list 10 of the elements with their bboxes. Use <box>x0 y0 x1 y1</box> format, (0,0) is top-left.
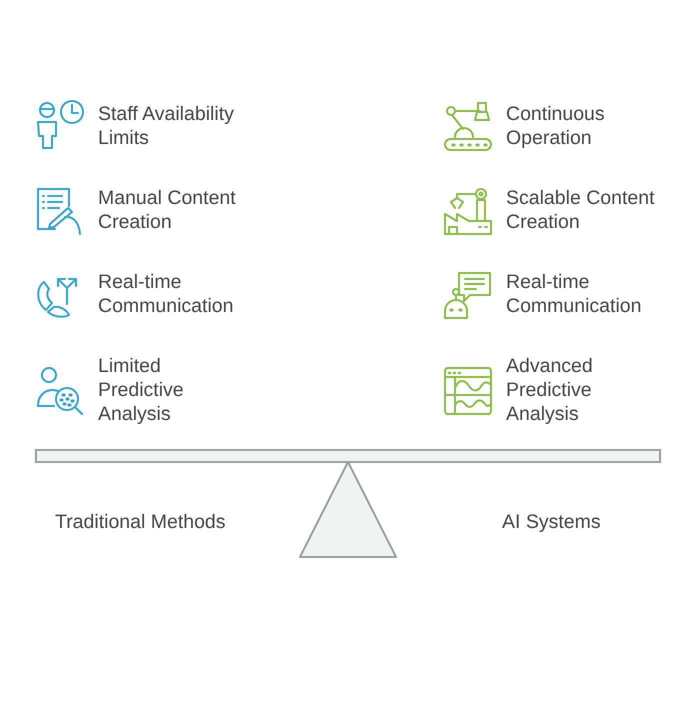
item-label: Manual Content Creation <box>98 186 237 234</box>
item-label: Scalable Content Creation <box>506 186 656 234</box>
item-label: Staff Availability Limits <box>98 102 235 150</box>
item-label: Real-time Communication <box>506 270 642 318</box>
item-label: Continuous Operation <box>506 102 606 150</box>
side-label: Traditional Methods <box>55 510 226 534</box>
item-label: Real-time Communication <box>98 270 234 318</box>
side-label: AI Systems <box>502 510 601 534</box>
item-label: Advanced Predictive Analysis <box>506 354 594 426</box>
item-label: Limited Predictive Analysis <box>98 354 185 426</box>
